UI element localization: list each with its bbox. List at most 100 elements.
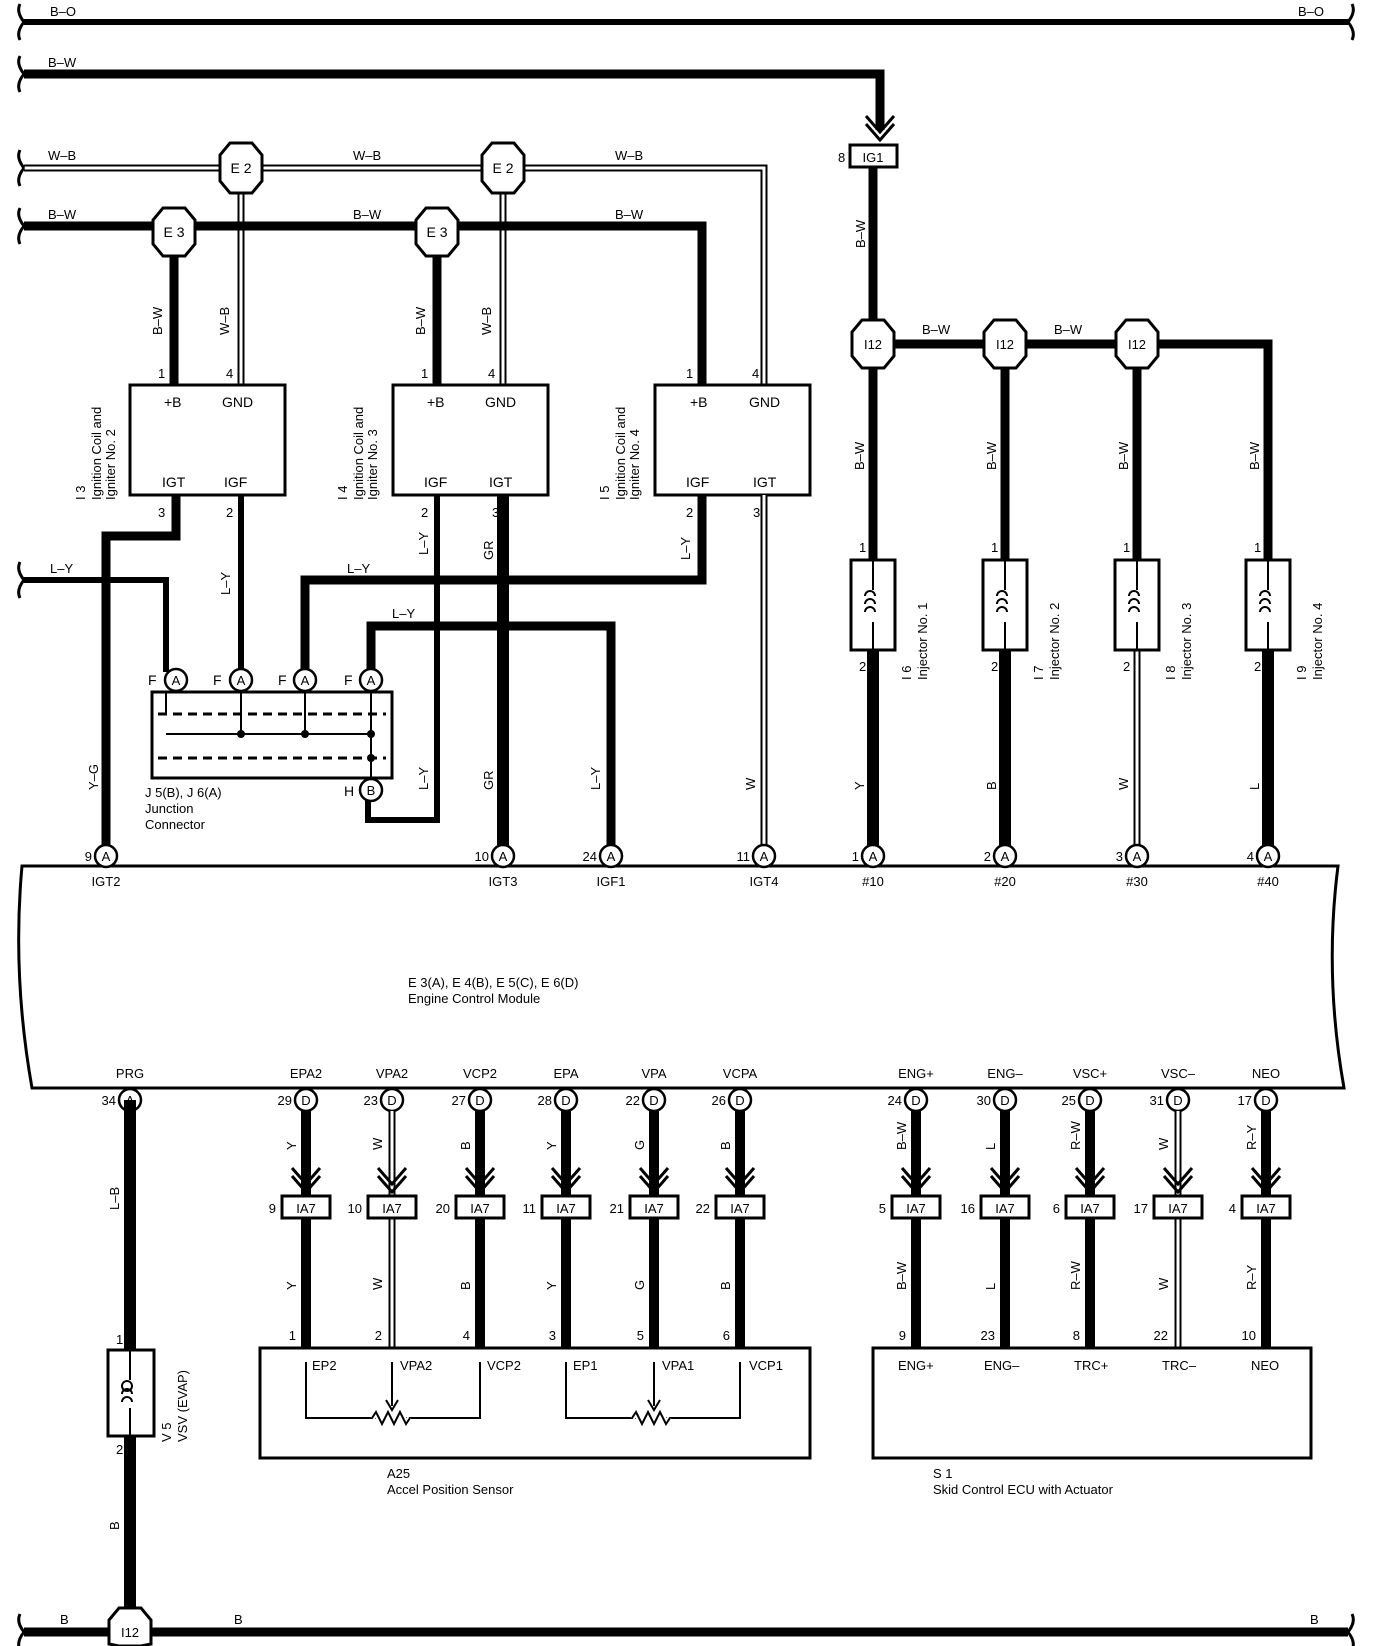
wire-label: B–W — [1247, 441, 1262, 470]
svg-text:A: A — [301, 673, 310, 688]
pin-number: 1 — [852, 849, 859, 864]
splice-e2-2: E 2 — [480, 141, 526, 195]
ia7-label: IA7 — [1256, 1201, 1276, 1216]
ig1-feed: IG1 8 B–W B–W B–W I12 I12 I12 — [838, 143, 1273, 560]
ecm-pin: VSC–D31 — [1150, 1066, 1196, 1113]
pin-number: 2 — [1254, 659, 1261, 674]
wire-label: Y — [284, 1281, 299, 1290]
pin-number: 1 — [686, 366, 693, 381]
bus-bw: B–W B–W B–W — [17, 207, 707, 395]
wire-label: B — [718, 1281, 733, 1290]
pin-number: 22 — [696, 1201, 710, 1216]
svg-text:VCP2: VCP2 — [487, 1358, 521, 1373]
splice-label: E 2 — [492, 160, 513, 176]
pin-number: 2 — [116, 1442, 123, 1457]
pin-connector: A — [1133, 849, 1142, 864]
pin-number: 1 — [1254, 540, 1261, 555]
bus-bw-ig1: B–W — [17, 55, 896, 143]
component-ref: I 3 — [73, 486, 88, 500]
svg-text:A: A — [367, 673, 376, 688]
wire-label: B — [458, 1141, 473, 1150]
svg-text:A: A — [172, 673, 181, 688]
component-ref: I 7 — [1031, 666, 1046, 680]
pin-connector: A — [102, 849, 111, 864]
ia7-label: IA7 — [906, 1201, 926, 1216]
svg-text:TRC+: TRC+ — [1074, 1358, 1108, 1373]
splice-e3-1: E 3 — [151, 206, 197, 258]
pin-number: 2 — [375, 1328, 382, 1343]
wire-label: W–B — [353, 148, 381, 163]
pin-number: 27 — [452, 1093, 466, 1108]
pin-number: 4 — [1229, 1201, 1236, 1216]
wire-label: Y — [544, 1141, 559, 1150]
pin-number: 8 — [838, 150, 845, 165]
component-name: Ignition Coil andIgniter No. 3 — [351, 407, 380, 500]
ia7-label: IA7 — [296, 1201, 316, 1216]
accel-position-sensor: EP2 VPA2 VCP2 EP1 VPA1 VCP1 A25 Accel Po… — [258, 1346, 812, 1497]
pin-number: 23 — [981, 1328, 995, 1343]
coil-terminal: +B — [164, 394, 182, 410]
wire-label: L–Y — [588, 767, 603, 790]
pin-label: #20 — [994, 874, 1016, 889]
wire-label: B–W — [150, 306, 165, 335]
pin-label: ENG– — [987, 1066, 1023, 1081]
component-name: VSV (EVAP) — [175, 1370, 190, 1442]
pin-number: 4 — [226, 366, 233, 381]
bus-bo: B–O B–O — [17, 3, 1355, 41]
wire-label: B–W — [615, 207, 644, 222]
splice-i12-2: I12 — [982, 318, 1028, 370]
ecm-pin: A2#20 — [984, 843, 1018, 889]
wire-label: W–B — [217, 307, 232, 335]
pin-number: 4 — [488, 366, 495, 381]
wire-label: B–O — [50, 4, 76, 19]
pin-number: 17 — [1238, 1093, 1252, 1108]
component-name: Connector — [145, 817, 206, 832]
pin-number: 6 — [723, 1328, 730, 1343]
wire-label: R–W — [1068, 1260, 1083, 1290]
wire-label: L–Y — [392, 606, 415, 621]
bus-b-ground: I12 B B B — [17, 1606, 1355, 1646]
pin-number: 20 — [436, 1201, 450, 1216]
wire-label: B–W — [1054, 322, 1083, 337]
pin-number: 11 — [523, 1201, 537, 1216]
wire-label: W — [370, 1277, 385, 1290]
pin-label: PRG — [116, 1066, 144, 1081]
ia7-branches: IA79YY1IA710WW2IA720BB4IA711YY3IA721GG5I… — [269, 1111, 1292, 1348]
coil-output-wires: Y–G L–Y L–Y L–Y L–Y GR GR L–Y L–Y L–Y L–… — [17, 495, 768, 848]
pin-number: 9 — [899, 1328, 906, 1343]
component-name: Ignition Coil andIgniter No. 2 — [89, 407, 118, 500]
ecm-top-pins: A9IGT2A10IGT3A24IGF1A11IGT4A1#10A2#20A3#… — [85, 843, 1281, 889]
wire-label: B–W — [48, 55, 77, 70]
wire-label: L–Y — [50, 561, 73, 576]
pin-number: 1 — [116, 1332, 123, 1347]
pin-number: 2 — [686, 505, 693, 520]
svg-text:A: A — [237, 673, 246, 688]
ia7-label: IA7 — [1168, 1201, 1188, 1216]
pin-number: 26 — [712, 1093, 726, 1108]
junction-pins: A F A F A F A F B H — [148, 667, 384, 803]
ia7-label: IA7 — [382, 1201, 402, 1216]
coil-terminal: IGT — [162, 474, 186, 490]
pin-connector: D — [1173, 1093, 1182, 1108]
svg-text:VPA2: VPA2 — [400, 1358, 432, 1373]
wire-label: L–Y — [678, 537, 693, 560]
component-name: Junction — [145, 801, 193, 816]
wire-label: Y — [852, 781, 867, 790]
ecm-pin: ENG–D30 — [977, 1066, 1023, 1113]
pin-connector: D — [301, 1093, 310, 1108]
svg-text:H: H — [344, 783, 354, 799]
pin-connector: D — [911, 1093, 920, 1108]
pin-number: 1 — [421, 366, 428, 381]
component-ref: I 8 — [1163, 666, 1178, 680]
wire-label: B — [718, 1141, 733, 1150]
component-name: Injector No. 3 — [1179, 603, 1194, 680]
